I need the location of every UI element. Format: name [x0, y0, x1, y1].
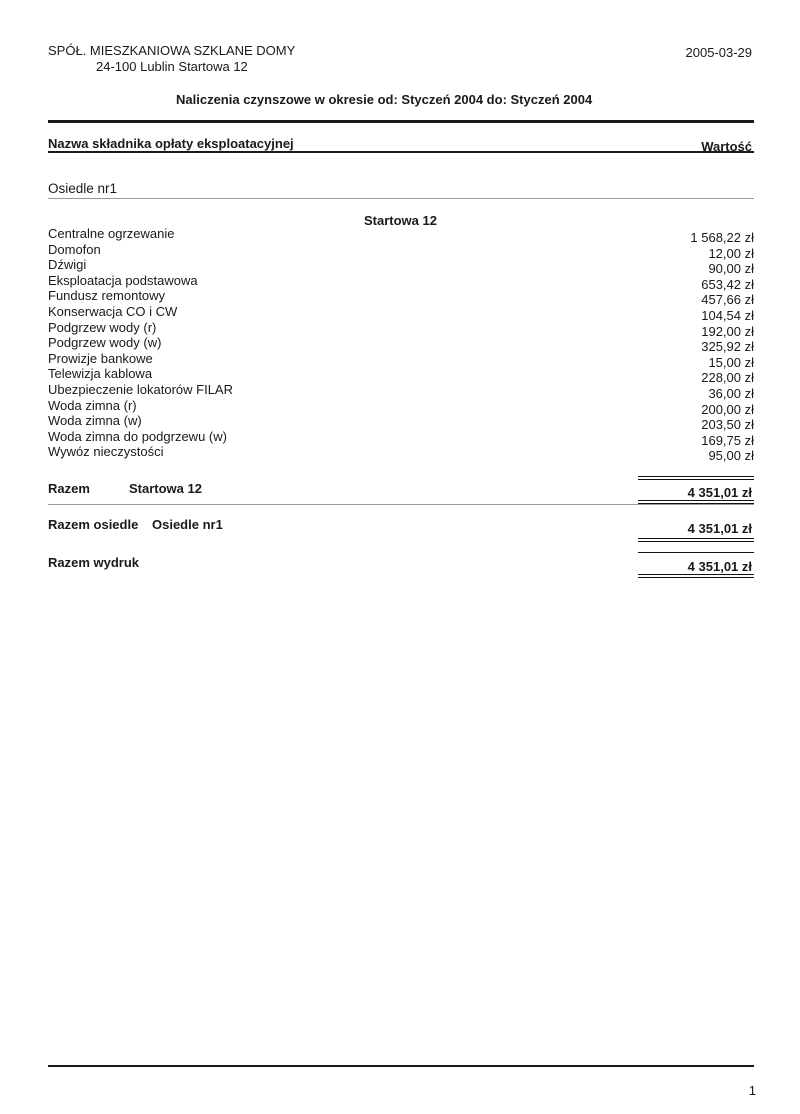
- total-building-value: 4 351,01 zł: [687, 485, 752, 500]
- charge-value: 12,00 zł: [708, 245, 754, 261]
- list-item: Domofon 12,00 zł: [48, 241, 754, 261]
- list-item: Podgrzew wody (r) 192,00 zł: [48, 319, 754, 339]
- charge-value: 325,92 zł: [701, 339, 754, 355]
- total-building-rule-top-1: [638, 476, 754, 477]
- charge-value: 169,75 zł: [701, 432, 754, 448]
- building-name: Startowa 12: [364, 213, 437, 228]
- total-building-name: Startowa 12: [129, 481, 202, 496]
- list-item: Fundusz remontowy 457,66 zł: [48, 288, 754, 308]
- total-print-rule-bottom-1: [638, 574, 754, 575]
- list-item: Dźwigi 90,00 zł: [48, 257, 754, 277]
- list-item: Podgrzew wody (w) 325,92 zł: [48, 335, 754, 355]
- charge-name: Eksploatacja podstawowa: [48, 272, 198, 288]
- total-building-rule-top-2: [638, 479, 754, 480]
- charge-name: Woda zimna (r): [48, 397, 137, 413]
- header-bottom-rule: [48, 151, 754, 153]
- column-header-name: Nazwa składnika opłaty eksploatacyjnej: [48, 136, 294, 151]
- page-number: 1: [748, 1083, 756, 1098]
- list-item: Konserwacja CO i CW 104,54 zł: [48, 303, 754, 323]
- report-title: Naliczenia czynszowe w okresie od: Stycz…: [176, 92, 593, 107]
- charge-name: Centralne ogrzewanie: [48, 226, 175, 241]
- estate-name: Osiedle nr1: [48, 181, 118, 196]
- charge-value: 36,00 zł: [708, 385, 754, 401]
- charge-value: 200,00 zł: [701, 401, 754, 417]
- list-item: Wywóz nieczystości 95,00 zł: [48, 444, 754, 464]
- header-top-rule: [48, 120, 754, 123]
- total-estate-rule-1: [638, 538, 754, 539]
- estate-rule: [48, 198, 754, 199]
- list-item: Eksploatacja podstawowa 653,42 zł: [48, 272, 754, 292]
- charge-name: Podgrzew wody (r): [48, 319, 157, 335]
- charge-value: 90,00 zł: [708, 261, 754, 277]
- charge-value: 15,00 zł: [708, 354, 754, 370]
- charge-name: Domofon: [48, 241, 101, 257]
- charge-value: 1 568,22 zł: [690, 230, 754, 245]
- report-date: 2005-03-29: [685, 45, 753, 60]
- list-item: Telewizja kablowa 228,00 zł: [48, 366, 754, 386]
- charge-value: 457,66 zł: [701, 292, 754, 308]
- charge-value: 192,00 zł: [701, 323, 754, 339]
- charge-name: Wywóz nieczystości: [48, 444, 164, 460]
- total-building-label: Razem: [48, 481, 90, 496]
- charge-value: 228,00 zł: [701, 370, 754, 386]
- charges-list: Centralne ogrzewanie 1 568,22 zł Domofon 12…: [48, 226, 754, 464]
- total-estate-name: Osiedle nr1: [152, 517, 223, 532]
- charge-name: Konserwacja CO i CW: [48, 303, 178, 319]
- list-item: Woda zimna (w) 203,50 zł: [48, 413, 754, 433]
- total-building-rule-bottom-2: [638, 503, 754, 504]
- total-print-rule-bottom-2: [638, 577, 754, 578]
- total-estate-value: 4 351,01 zł: [687, 521, 752, 536]
- charge-name: Fundusz remontowy: [48, 288, 166, 304]
- list-item: Woda zimna do podgrzewu (w) 169,75 zł: [48, 428, 754, 448]
- charge-name: Telewizja kablowa: [48, 366, 153, 382]
- list-item: Ubezpieczenie lokatorów FILAR 36,00 zł: [48, 381, 754, 401]
- total-print-label: Razem wydruk: [48, 555, 140, 570]
- total-print-rule-top: [638, 552, 754, 553]
- list-item: Woda zimna (r) 200,00 zł: [48, 397, 754, 417]
- column-header-value: Wartość: [701, 139, 752, 154]
- charge-value: 653,42 zł: [701, 276, 754, 292]
- company-address: 24-100 Lublin Startowa 12: [96, 59, 248, 74]
- footer-rule: [48, 1065, 754, 1067]
- charge-name: Dźwigi: [48, 257, 87, 273]
- total-estate-label: Razem osiedle: [48, 517, 139, 532]
- total-building-thin-rule: [48, 504, 754, 505]
- charge-name: Prowizje bankowe: [48, 350, 153, 366]
- total-building-rule-bottom-1: [638, 500, 754, 501]
- list-item: Prowizje bankowe 15,00 zł: [48, 350, 754, 370]
- total-print-value: 4 351,01 zł: [687, 559, 752, 574]
- charge-value: 203,50 zł: [701, 417, 754, 433]
- charge-name: Woda zimna do podgrzewu (w): [48, 428, 227, 444]
- company-name: SPÓŁ. MIESZKANIOWA SZKLANE DOMY: [48, 43, 296, 58]
- charge-name: Ubezpieczenie lokatorów FILAR: [48, 381, 233, 397]
- list-item: Centralne ogrzewanie 1 568,22 zł: [48, 226, 754, 245]
- charge-value: 95,00 zł: [708, 448, 754, 464]
- charge-name: Podgrzew wody (w): [48, 335, 162, 351]
- total-estate-rule-2: [638, 541, 754, 542]
- charge-value: 104,54 zł: [701, 307, 754, 323]
- charge-name: Woda zimna (w): [48, 413, 142, 429]
